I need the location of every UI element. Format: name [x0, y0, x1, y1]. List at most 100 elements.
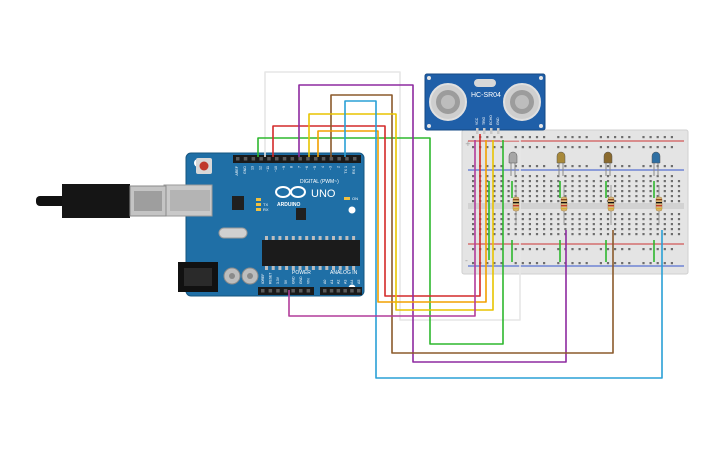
bb-hole[interactable]	[592, 190, 595, 193]
bb-hole[interactable]	[635, 180, 638, 183]
rail-hole[interactable]	[599, 136, 602, 139]
bb-hole[interactable]	[578, 190, 581, 193]
bb-hole[interactable]	[606, 185, 610, 188]
rail-hole[interactable]	[486, 146, 489, 149]
bb-hole[interactable]	[543, 233, 546, 236]
bb-hole[interactable]	[578, 195, 581, 198]
rail-hole[interactable]	[670, 136, 673, 139]
digital-pin[interactable]	[267, 157, 271, 161]
bb-hole[interactable]	[585, 200, 588, 203]
rail-hole[interactable]	[543, 262, 546, 265]
rail-hole[interactable]	[642, 165, 645, 168]
rail-hole[interactable]	[521, 165, 524, 168]
rail-hole[interactable]	[493, 165, 496, 168]
bb-hole[interactable]	[635, 185, 638, 188]
rail-hole[interactable]	[585, 262, 588, 265]
bb-hole[interactable]	[621, 213, 624, 216]
rail-hole[interactable]	[486, 136, 489, 139]
bb-hole[interactable]	[550, 228, 553, 231]
bb-hole[interactable]	[677, 200, 681, 203]
bb-hole[interactable]	[628, 223, 631, 226]
bb-hole[interactable]	[599, 195, 602, 198]
bb-hole[interactable]	[571, 213, 574, 216]
bb-hole[interactable]	[614, 180, 617, 183]
bb-hole[interactable]	[656, 213, 659, 216]
wire-purple[interactable]	[298, 84, 567, 363]
bb-hole[interactable]	[564, 218, 567, 221]
reset-button-cap[interactable]	[199, 161, 209, 171]
rail-hole[interactable]	[578, 175, 581, 178]
power-pin[interactable]	[261, 289, 265, 293]
digital-pin[interactable]	[321, 157, 326, 161]
bb-hole[interactable]	[550, 218, 553, 221]
bb-hole[interactable]	[528, 185, 531, 188]
bb-hole[interactable]	[642, 213, 645, 216]
rail-hole[interactable]	[543, 136, 546, 139]
digital-pin[interactable]	[329, 157, 334, 161]
bb-hole[interactable]	[649, 185, 652, 188]
bb-hole[interactable]	[649, 200, 652, 203]
bb-hole[interactable]	[571, 190, 574, 193]
rail-hole[interactable]	[670, 262, 673, 265]
rail-hole[interactable]	[472, 146, 475, 149]
rail-hole[interactable]	[472, 248, 475, 251]
rail-hole[interactable]	[585, 175, 588, 178]
bb-hole[interactable]	[571, 228, 574, 231]
bb-hole[interactable]	[514, 228, 517, 231]
rail-hole[interactable]	[649, 248, 652, 251]
bb-hole[interactable]	[599, 218, 602, 221]
bb-hole[interactable]	[606, 223, 610, 226]
bb-hole[interactable]	[500, 218, 503, 221]
breadboard[interactable]: + -	[461, 129, 689, 275]
bb-hole[interactable]	[550, 200, 553, 203]
bb-hole[interactable]	[550, 233, 553, 236]
rail-hole[interactable]	[628, 146, 631, 149]
digital-pin[interactable]	[345, 157, 349, 161]
bb-hole[interactable]	[578, 213, 581, 216]
bb-hole[interactable]	[670, 190, 673, 193]
rail-hole[interactable]	[493, 136, 496, 139]
bb-hole[interactable]	[543, 213, 546, 216]
bb-hole[interactable]	[486, 200, 489, 203]
rail-hole[interactable]	[500, 262, 503, 265]
bb-hole[interactable]	[614, 218, 617, 221]
bb-hole[interactable]	[621, 185, 624, 188]
bb-hole[interactable]	[670, 180, 673, 183]
bb-hole[interactable]	[493, 190, 496, 193]
bb-hole[interactable]	[628, 200, 631, 203]
bb-hole[interactable]	[571, 223, 574, 226]
bb-hole[interactable]	[486, 213, 489, 216]
bb-hole[interactable]	[635, 200, 638, 203]
bb-hole[interactable]	[528, 200, 531, 203]
bb-hole[interactable]	[535, 228, 539, 231]
digital-pin[interactable]	[259, 157, 263, 161]
bb-hole[interactable]	[585, 180, 588, 183]
bb-hole[interactable]	[493, 213, 496, 216]
bb-hole[interactable]	[472, 213, 475, 216]
bb-hole[interactable]	[493, 195, 496, 198]
wire-magenta[interactable]	[288, 140, 476, 317]
sensor-pin[interactable]	[490, 128, 493, 134]
bb-hole[interactable]	[557, 213, 560, 216]
led-3[interactable]	[603, 151, 613, 164]
digital-pin[interactable]	[337, 157, 341, 161]
rail-hole[interactable]	[585, 146, 588, 149]
bb-hole[interactable]	[578, 233, 581, 236]
bb-hole[interactable]	[614, 228, 617, 231]
resistor[interactable]	[512, 196, 520, 212]
rail-hole[interactable]	[514, 136, 517, 139]
bb-hole[interactable]	[677, 218, 681, 221]
rail-hole[interactable]	[649, 175, 652, 178]
sensor-pin[interactable]	[483, 128, 486, 134]
bb-hole[interactable]	[677, 180, 681, 183]
bb-hole[interactable]	[677, 213, 681, 216]
rail-hole[interactable]	[493, 262, 496, 265]
bb-hole[interactable]	[528, 195, 531, 198]
rail-hole[interactable]	[500, 146, 503, 149]
rail-hole[interactable]	[606, 262, 610, 265]
breadboard-components[interactable]	[508, 151, 663, 225]
bb-hole[interactable]	[628, 185, 631, 188]
bb-hole[interactable]	[535, 218, 539, 221]
bb-hole[interactable]	[592, 180, 595, 183]
